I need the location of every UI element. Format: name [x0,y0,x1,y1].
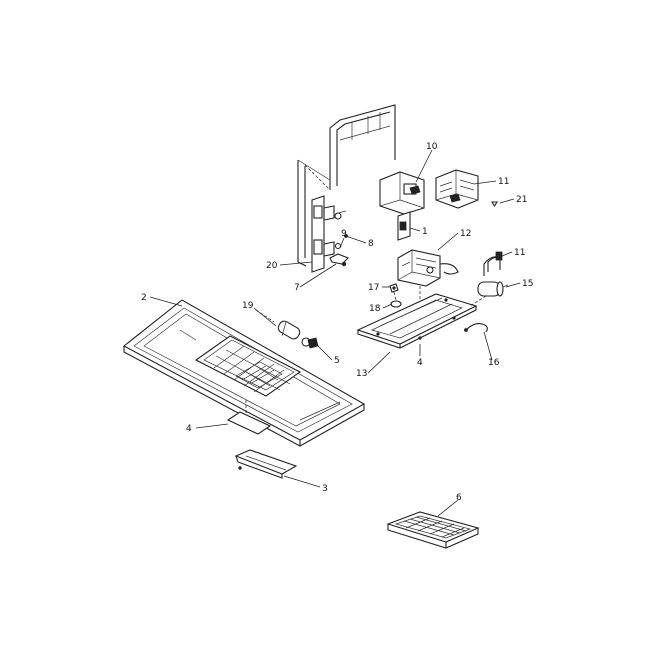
callout-16: 16 [488,358,500,368]
callout-19: 19 [242,301,254,311]
callout-14: 11 [514,248,525,258]
callout-13: 13 [356,369,367,379]
callout-11-magnetron: 11 [498,177,509,187]
callout-18: 18 [369,304,381,314]
callout-6: 6 [456,493,462,503]
callout-4-cover: 4 [186,424,192,434]
callout-1: 1 [422,227,428,237]
grease-filter-6 [386,511,480,549]
callout-10: 10 [426,142,438,152]
callout-8: 8 [368,239,374,249]
cover-4 [226,400,272,435]
callout-5: 5 [334,356,340,366]
bottom-plate-2 [123,299,366,447]
cabinet-frame [297,104,396,267]
callout-3: 3 [322,484,328,494]
hv-diode-bracket-14 [483,251,503,276]
fan-motor-assembly-19 [255,309,319,349]
callout-15: 15 [522,279,533,289]
callout-17: 17 [368,283,379,293]
wire-harness-16 [464,323,488,333]
callout-12: 12 [460,229,471,239]
capacitor-15 [477,281,509,297]
callout-9: 9 [341,229,347,239]
interlock-switch-assembly [311,195,349,273]
callout-2: 2 [141,293,147,303]
base-plate-13 [356,286,487,349]
callout-labels: 10 11 21 1 12 11 15 17 18 8 9 20 7 2 19 … [141,142,533,503]
filter-cover-3 [234,449,298,479]
leader-lines [149,149,521,517]
switch-bracket-10 [379,171,425,241]
transformer-12 [397,249,459,287]
magnetron-11 [435,169,498,209]
callout-7: 7 [294,283,300,293]
callout-4-base: 4 [417,358,423,368]
small-fasteners [389,283,402,308]
callout-21: 21 [516,195,527,205]
callout-20: 20 [266,261,278,271]
